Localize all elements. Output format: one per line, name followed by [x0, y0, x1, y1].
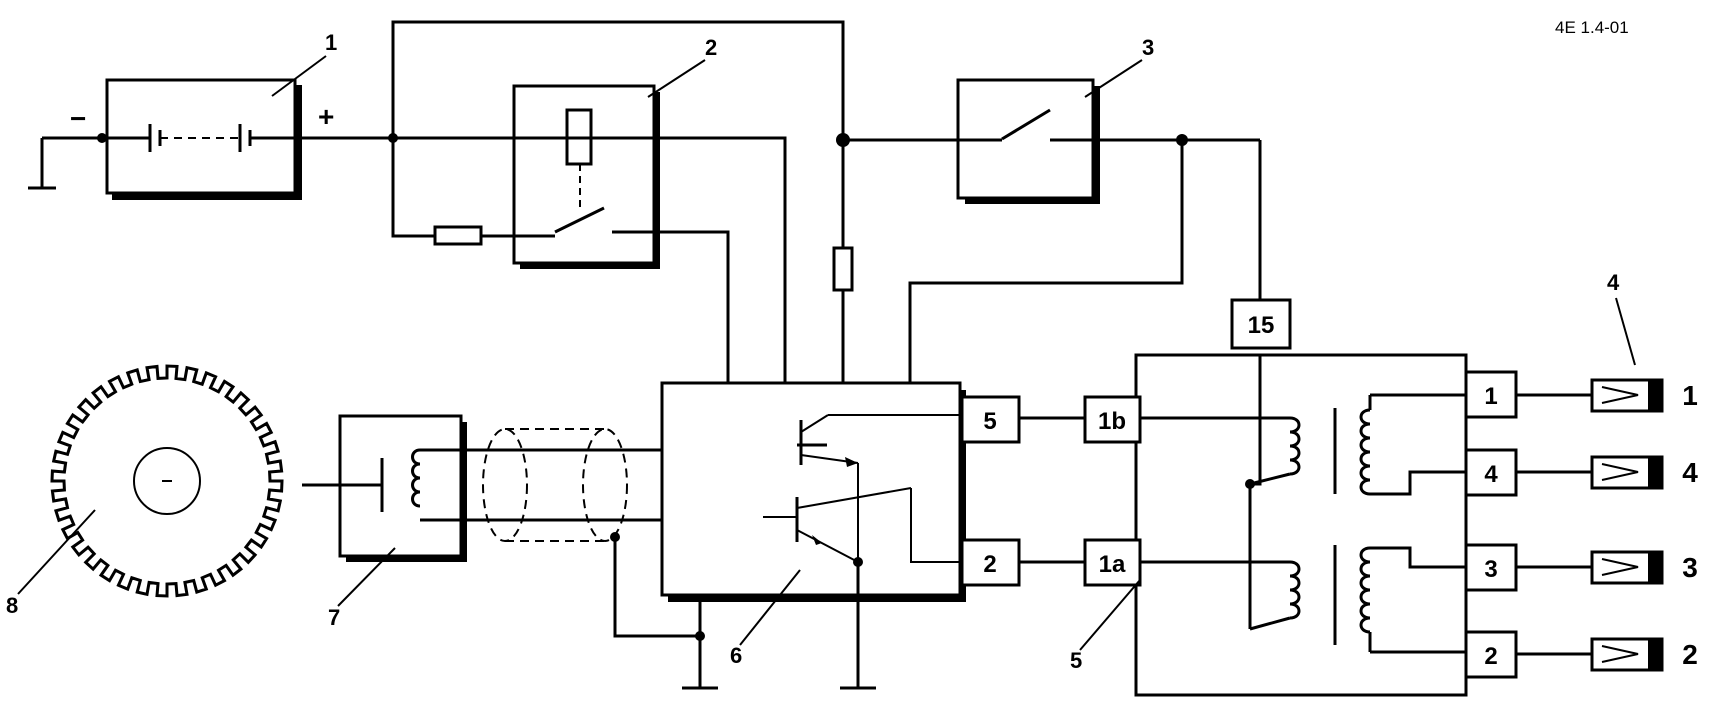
spark-plug-3 — [1516, 550, 1664, 585]
callout-8: 8 — [6, 593, 18, 618]
callout-7: 7 — [328, 605, 340, 630]
plug-number-4: 4 — [1682, 457, 1698, 488]
coil-terminal-15-box — [1230, 298, 1292, 350]
coil-terminal-1b: 1b — [1098, 408, 1126, 435]
ecu-ground — [682, 562, 876, 690]
trigger-wheel — [50, 364, 284, 598]
spark-plugs — [1516, 378, 1664, 672]
coil-terminal-1b-box — [1083, 395, 1142, 444]
callouts: 1 2 3 4 5 6 7 8 — [6, 30, 1636, 673]
plug-number-3: 3 — [1682, 552, 1698, 583]
plug-number-1: 1 — [1682, 380, 1698, 411]
coil-terminal-1a: 1a — [1099, 551, 1126, 578]
coil-output-4: 4 — [1484, 461, 1498, 488]
coil-terminal-15: 15 — [1248, 312, 1275, 339]
callout-6: 6 — [730, 643, 742, 668]
callout-4: 4 — [1607, 270, 1620, 295]
battery-plus-label: + — [318, 101, 334, 132]
callout-2: 2 — [705, 35, 717, 60]
main-relay — [512, 84, 720, 269]
crank-position-sensor — [302, 414, 662, 562]
ecu-terminal-5-box — [960, 395, 1021, 444]
drawing-code: 4E 1.4-01 — [1555, 18, 1629, 37]
ignition-switch — [956, 78, 1100, 204]
coil-terminal-1a-box — [1083, 538, 1142, 587]
coil-output-1-box — [1464, 370, 1518, 419]
spark-plug-4 — [1516, 455, 1664, 490]
ecu-terminal-5: 5 — [983, 408, 996, 435]
ecu-terminal-2: 2 — [983, 551, 996, 578]
coil-output-3-box — [1464, 543, 1518, 592]
callout-3: 3 — [1142, 35, 1154, 60]
coil-output-4-box — [1464, 448, 1518, 497]
coil-output-3: 3 — [1484, 556, 1497, 583]
plug-number-2: 2 — [1682, 639, 1698, 670]
battery: − + — [70, 78, 334, 200]
spark-plug-2 — [1516, 637, 1664, 672]
ignition-control-unit — [660, 381, 968, 602]
spark-plug-1 — [1516, 378, 1664, 413]
shielded-cable — [482, 428, 700, 638]
coil-output-1: 1 — [1484, 383, 1497, 410]
supply-wiring — [295, 20, 1262, 383]
callout-1: 1 — [325, 30, 337, 55]
ignition-coil — [1085, 353, 1468, 697]
battery-ground — [28, 133, 107, 190]
coil-output-2: 2 — [1484, 643, 1497, 670]
callout-5: 5 — [1070, 648, 1082, 673]
battery-minus-label: − — [70, 103, 86, 134]
